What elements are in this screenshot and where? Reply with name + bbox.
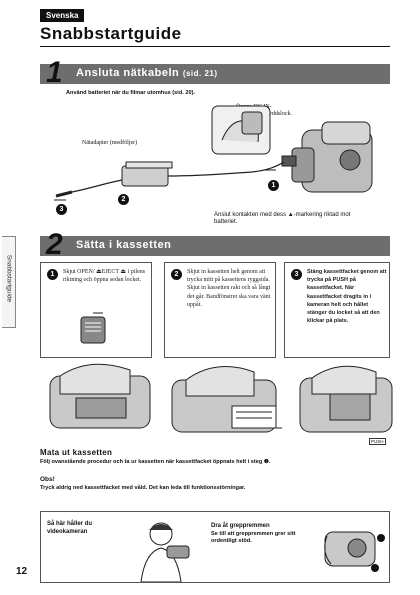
person-holding-camera-drawing bbox=[140, 522, 190, 582]
side-tab: Snabbstartguide bbox=[2, 236, 16, 328]
tip-strap-body: Se till att greppremmen grer sitt ordent… bbox=[211, 531, 296, 544]
step-box-2: 2 Skjut in kassetten helt genom att tryc… bbox=[164, 262, 276, 358]
open-eject-switch-icon bbox=[80, 312, 106, 344]
mains-plug bbox=[55, 190, 73, 198]
step-box-1: 1 Skjut OPEN/ ⏏EJECT ⏏ i pilens riktning… bbox=[40, 262, 152, 358]
grip-strap-drawing bbox=[324, 531, 385, 572]
title-rule bbox=[40, 46, 390, 47]
push-label: PUSH bbox=[369, 438, 386, 445]
mains-cable bbox=[71, 179, 123, 193]
section-1-ref: (sid. 21) bbox=[182, 69, 218, 78]
camcorder-close-tray-drawing bbox=[299, 365, 393, 433]
language-tag: Svenska bbox=[40, 9, 85, 22]
tip-hold-title: Så här håller du videokameran bbox=[47, 521, 93, 535]
badge-3: 3 bbox=[56, 204, 67, 215]
side-tab-label: Snabbstartguide bbox=[5, 254, 13, 303]
step-2-text: Skjut in kassetten helt genom att trycka… bbox=[187, 269, 271, 308]
ac-adapter-illustration bbox=[54, 105, 373, 201]
badge-1: 1 bbox=[268, 180, 279, 191]
section-1-intro: Använd batteriet när du filmar utomhus (… bbox=[66, 90, 195, 96]
step-2-badge: 2 bbox=[171, 269, 182, 280]
page-number: 12 bbox=[16, 566, 28, 577]
section-2-bar: 2 Sätta i kassetten bbox=[40, 228, 390, 261]
ac-adapter-drawing bbox=[121, 161, 173, 187]
step-box-3: 3 Stäng kassettfacket genom att trycka p… bbox=[284, 262, 390, 358]
eject-heading: Mata ut kassetten bbox=[40, 448, 113, 457]
obs-heading: Obs! bbox=[40, 476, 55, 483]
step-1-badge: 1 bbox=[47, 269, 58, 280]
label-adapter: Nätadapter (medföljer) bbox=[82, 140, 138, 146]
section-1-number: 1 bbox=[46, 56, 63, 89]
tips-box: Så här håller du videokameran Dra åt gre… bbox=[40, 511, 390, 583]
tip-strap-title: Dra åt greppremmen bbox=[211, 523, 270, 529]
page-title: Snabbstartguide bbox=[40, 24, 182, 43]
section-1-title-text: Ansluta nätkabeln bbox=[76, 67, 180, 79]
step-3-text: Stäng kassettfacket genom att trycka på … bbox=[307, 269, 387, 325]
dc-cable bbox=[167, 161, 285, 177]
label-connect: Anslut kontakten med dess ▲-markering ri… bbox=[214, 212, 351, 225]
camcorder-insert-cassette-drawing bbox=[171, 366, 282, 433]
step-1-text: Skjut OPEN/ ⏏EJECT ⏏ i pilens riktning o… bbox=[63, 269, 146, 284]
section-1-bar: 1 Ansluta nätkabeln (sid. 21) bbox=[40, 56, 390, 89]
badge-2: 2 bbox=[118, 194, 129, 205]
eject-text: Följ ovanstående procedur och ta ur kass… bbox=[40, 459, 271, 465]
camcorder-open-lid-drawing bbox=[49, 363, 151, 429]
camcorder-drawing bbox=[281, 121, 373, 193]
step-3-badge: 3 bbox=[291, 269, 302, 280]
section-2-number: 2 bbox=[46, 228, 63, 261]
obs-text: Tryck aldrig ned kassettfacket med våld.… bbox=[40, 485, 246, 491]
hand-inset-drawing bbox=[211, 105, 271, 155]
section-2-title: Sätta i kassetten bbox=[76, 239, 172, 251]
section-1-title: Ansluta nätkabeln (sid. 21) bbox=[76, 67, 218, 79]
cassette-illustrations bbox=[49, 363, 393, 433]
